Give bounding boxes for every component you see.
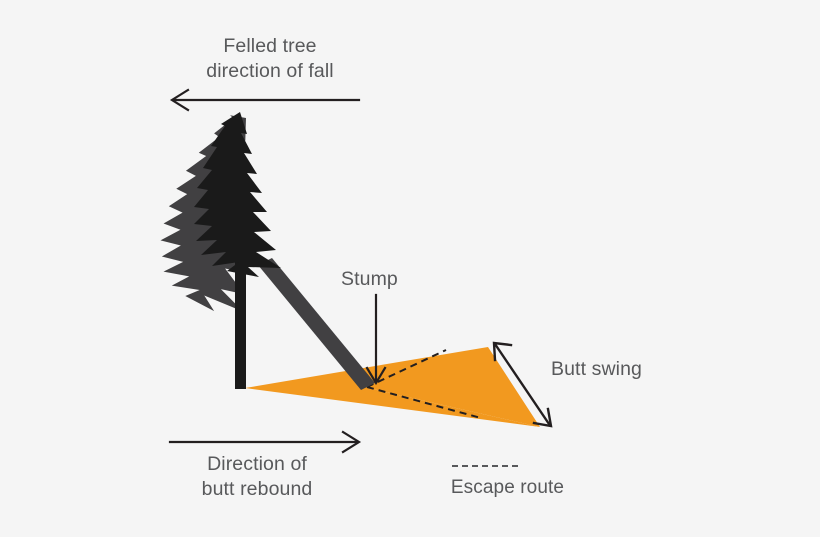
label-felled-tree-direction-of-fall: Felled tree direction of fall [206,35,334,82]
escape-route-lines [366,349,482,419]
rebound-direction-arrow [168,430,362,454]
label-butt-swing: Butt swing [551,358,642,380]
escape-route-line-upper [366,349,447,388]
label-stump: Stump [341,268,398,290]
stump-pointer-arrow [365,293,387,386]
butt-swing-arrow-head-top [492,341,513,362]
danger-zone-polygon [245,347,540,427]
butt-swing-arrow-shaft [493,342,551,426]
rebound-direction-arrow-head [341,430,362,454]
falling-tree-trunk [258,258,375,390]
stump-pointer-arrow-head [365,366,387,386]
label-direction-of-butt-rebound: Direction of butt rebound [201,453,313,500]
standing-tree-trunk [235,255,246,389]
fall-direction-arrow [169,88,361,112]
fall-direction-arrow-head [169,88,190,112]
butt-swing-arrow [492,341,553,428]
escape-route-line-lower [366,386,482,419]
label-escape-route: Escape route [450,477,565,498]
danger-zone-polygon-lower [245,388,540,427]
standing-tree-canopy [194,112,281,277]
standing-tree-silhouette [194,112,281,389]
butt-swing-arrow-head-bottom [532,407,553,428]
